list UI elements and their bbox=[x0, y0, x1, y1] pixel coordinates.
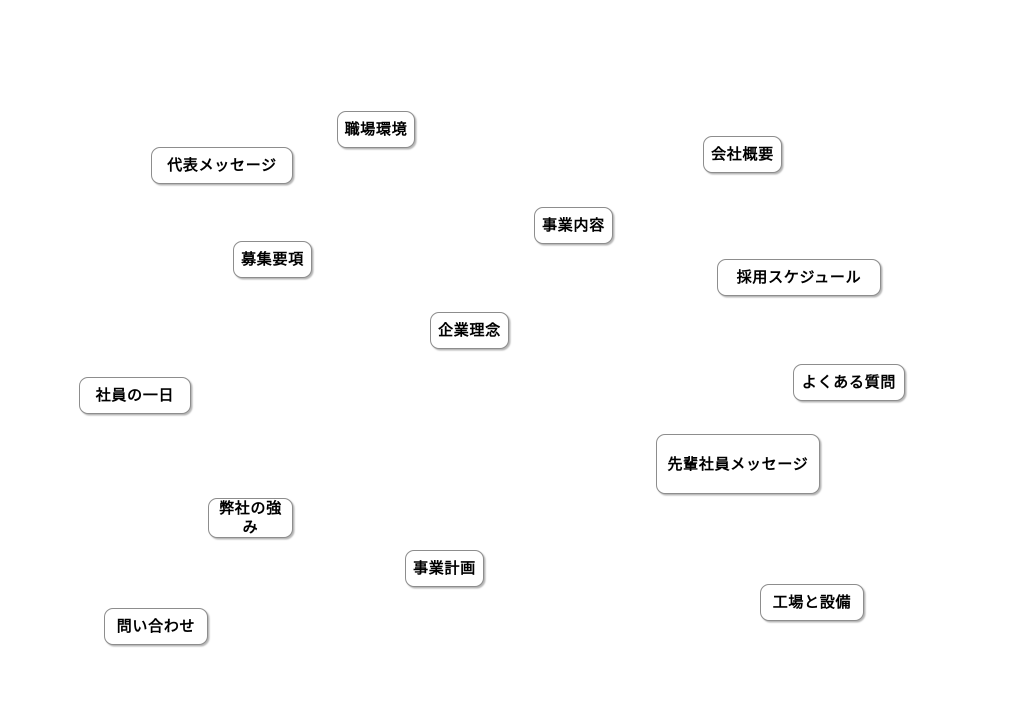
node-recruitment-schedule[interactable]: 採用スケジュール bbox=[717, 259, 881, 296]
node-label: 会社概要 bbox=[711, 145, 774, 163]
node-label: 採用スケジュール bbox=[736, 268, 862, 286]
node-label: 職場環境 bbox=[344, 120, 408, 138]
node-company-profile[interactable]: 会社概要 bbox=[703, 136, 782, 173]
node-label: 社員の一日 bbox=[95, 386, 175, 404]
node-our-strengths[interactable]: 弊社の強 み bbox=[208, 498, 293, 538]
node-label: 工場と設備 bbox=[772, 593, 852, 611]
node-factory-and-facilities[interactable]: 工場と設備 bbox=[760, 584, 864, 621]
node-recruitment-requirements[interactable]: 募集要項 bbox=[233, 241, 312, 278]
node-workplace-environment[interactable]: 職場環境 bbox=[337, 111, 415, 148]
node-senior-employee-message[interactable]: 先輩社員メッセージ bbox=[656, 434, 820, 494]
node-a-day-of-an-employee[interactable]: 社員の一日 bbox=[79, 377, 191, 414]
node-label: 事業内容 bbox=[542, 216, 605, 234]
node-label: 企業理念 bbox=[438, 321, 501, 339]
node-label: 事業計画 bbox=[413, 559, 476, 577]
node-ceo-message[interactable]: 代表メッセージ bbox=[151, 147, 293, 184]
node-label: よくある質問 bbox=[801, 373, 897, 391]
node-label: 先輩社員メッセージ bbox=[667, 454, 809, 473]
node-business-description[interactable]: 事業内容 bbox=[534, 207, 613, 244]
node-label: 弊社の強 み bbox=[219, 499, 282, 536]
node-contact[interactable]: 問い合わせ bbox=[104, 608, 208, 645]
node-label: 問い合わせ bbox=[116, 617, 196, 635]
node-corporate-philosophy[interactable]: 企業理念 bbox=[430, 312, 509, 349]
node-label: 募集要項 bbox=[241, 250, 304, 268]
node-faq[interactable]: よくある質問 bbox=[793, 364, 905, 401]
node-label: 代表メッセージ bbox=[167, 156, 277, 174]
node-business-plan[interactable]: 事業計画 bbox=[405, 550, 484, 587]
